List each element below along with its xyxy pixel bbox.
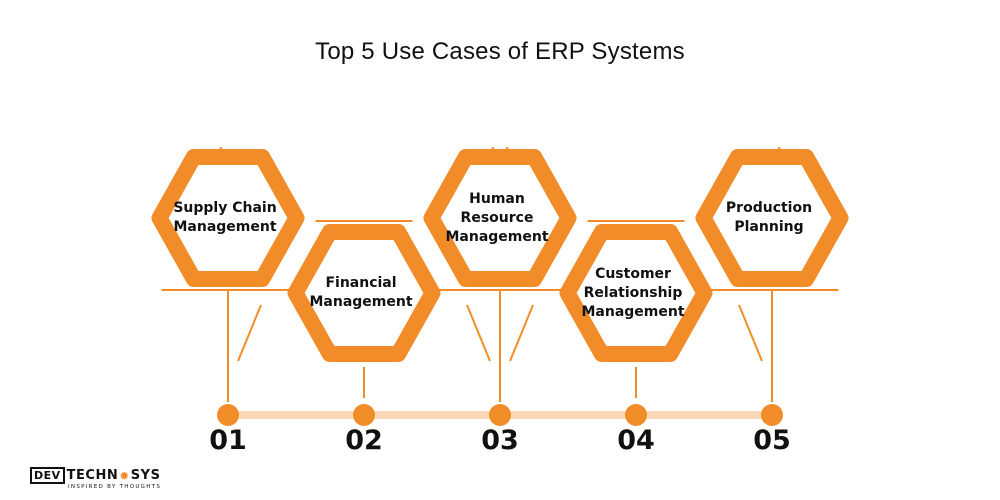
step-number: 04 [617,425,655,456]
connector-line [509,304,534,362]
logo-tagline: INSPIRED BY THOUGHTS [68,484,162,490]
timeline-dot [217,404,239,426]
connector-line [466,304,491,362]
connector-line [738,304,763,362]
hexagon-step [423,149,577,287]
connector-line [237,304,262,362]
step-number: 02 [345,425,383,456]
hexagon-step [151,149,305,287]
step-label: Customer Relationship Management [581,265,685,320]
step-number: 03 [481,425,519,456]
hexagon-step [695,149,849,287]
step-number: 05 [753,425,791,456]
step-label: Supply Chain Management [173,200,277,235]
hexagon-group [151,149,849,362]
timeline-dot [489,404,511,426]
logo-text-a: TECHN [66,467,119,483]
logo-box-text: DEV [30,467,65,484]
step-label: Human Resource Management [445,190,549,245]
timeline-dot [353,404,375,426]
step-number: 01 [209,425,247,456]
step-label: Production Planning [725,200,813,235]
logo-text-b: SYS [130,467,161,483]
hexagon-step [287,224,441,362]
timeline-dot [761,404,783,426]
diagram-title: Top 5 Use Cases of ERP Systems [315,38,685,65]
timeline [217,404,783,426]
timeline-dot [625,404,647,426]
brand-logo: DEV TECHN ✹ SYS INSPIRED BY THOUGHTS [30,467,161,493]
gear-icon: ✹ [119,468,130,483]
step-label: Financial Management [309,275,413,310]
hexagon-step [559,224,713,362]
